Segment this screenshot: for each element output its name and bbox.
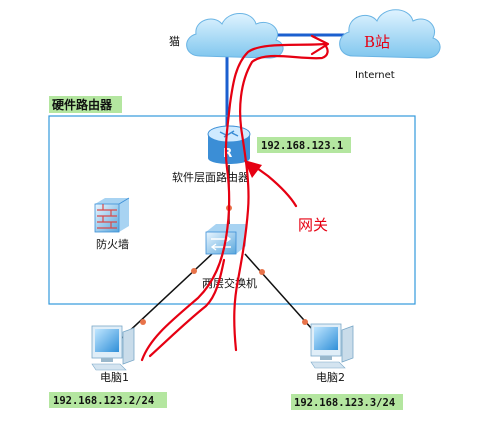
- cloud-icon: [186, 13, 284, 59]
- site-label: B站: [364, 33, 390, 51]
- link-dot: [259, 269, 265, 275]
- hw-router-label-bg: [49, 96, 122, 113]
- modem-label: 猫: [169, 35, 180, 48]
- link-dot: [140, 319, 146, 325]
- router-ip-bg: [257, 137, 351, 153]
- firewall-icon: [94, 197, 130, 233]
- gateway-arrowhead: [244, 160, 262, 178]
- internet-label: Internet: [355, 70, 395, 81]
- pc-icon: [91, 325, 135, 371]
- sw-router-label: 软件层面路由器: [172, 170, 249, 184]
- svg-text:R: R: [223, 146, 232, 160]
- switch-pc2-link: [244, 253, 321, 339]
- pc1-label: 电脑1: [100, 371, 129, 384]
- pc1-ip-bg: [49, 392, 167, 408]
- firewall-label: 防火墙: [96, 237, 129, 251]
- hw-router-label: 硬件路由器: [52, 97, 113, 112]
- pc1-ip: 192.168.123.2/24: [53, 395, 154, 407]
- router-icon: R: [207, 125, 251, 164]
- link-dot: [302, 319, 308, 325]
- switch-pc1-link: [121, 253, 213, 339]
- router-ip: 192.168.123.1: [261, 140, 343, 152]
- hw-router-region: [48, 115, 416, 305]
- pc2-label: 电脑2: [316, 371, 345, 384]
- pc-icon: [310, 323, 354, 369]
- pc2-ip: 192.168.123.3/24: [294, 397, 395, 409]
- cloud-icon: [339, 9, 441, 59]
- red-annotation-path: [140, 34, 330, 362]
- pc2-ip-bg: [291, 394, 403, 410]
- link-dot: [191, 268, 197, 274]
- switch-label: 两层交换机: [202, 276, 257, 290]
- gateway-label: 网关: [298, 216, 328, 234]
